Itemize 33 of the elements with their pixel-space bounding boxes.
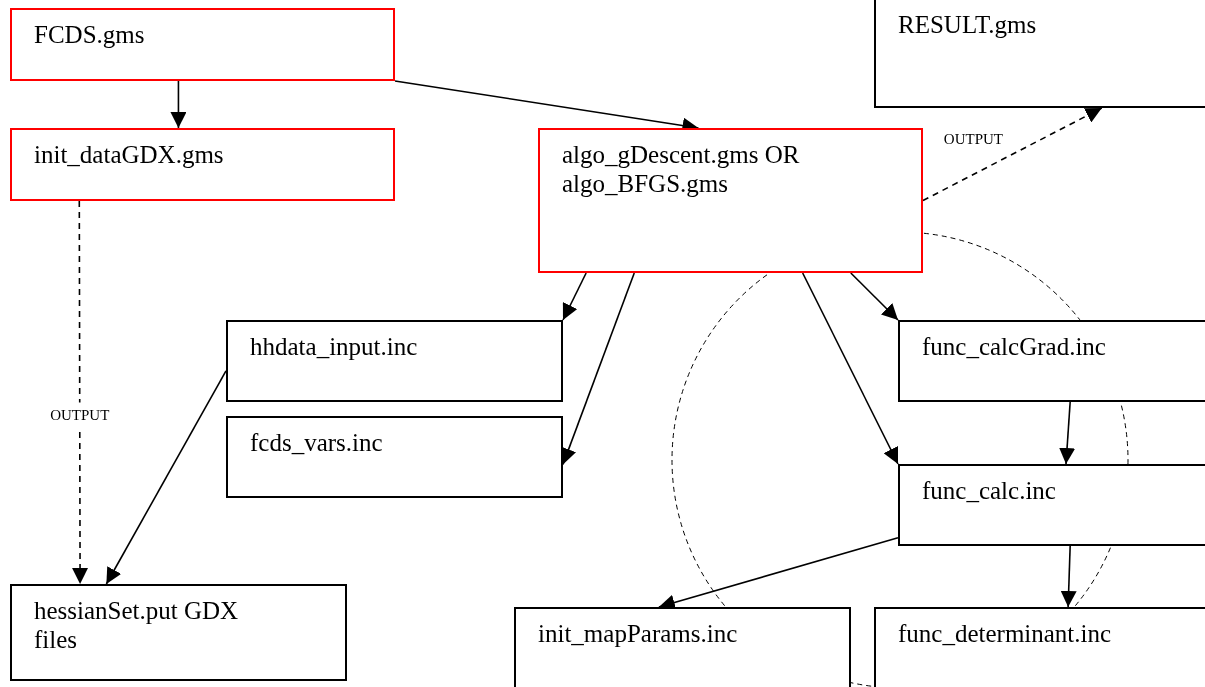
file-name: RESULT.gms — [898, 10, 1038, 39]
file-name: algo_gDescent.gms OR algo_BFGS.gms — [562, 140, 801, 198]
arrow — [1059, 401, 1076, 465]
file-box — [226, 416, 563, 498]
arrow — [105, 370, 227, 585]
file-box — [874, 607, 1205, 687]
file-name: fcds_vars.inc — [250, 428, 384, 457]
file-box — [10, 128, 395, 201]
file-box — [538, 128, 923, 273]
file-box — [514, 607, 851, 687]
file-box — [226, 320, 563, 402]
arrow — [1060, 545, 1077, 608]
file-name: func_calc.inc — [922, 476, 1057, 505]
arrow — [850, 272, 899, 321]
arrow — [922, 107, 1103, 202]
file-name: FCDS.gms — [34, 20, 146, 49]
file-box — [898, 464, 1205, 546]
file-name: hhdata_input.inc — [250, 332, 419, 361]
file-name: func_determinant.inc — [898, 619, 1113, 648]
file-box — [898, 320, 1205, 402]
arrow — [562, 272, 587, 321]
file-name: func_calcGrad.inc — [922, 332, 1107, 361]
file-box — [10, 584, 347, 681]
arrow — [72, 200, 89, 585]
arrow — [170, 80, 187, 129]
arrow — [801, 272, 899, 465]
file-name: hessianSet.put GDX files — [34, 596, 240, 654]
edge-label: OUTPUT — [942, 129, 1005, 149]
edge-label: OUTPUT — [48, 402, 112, 428]
file-name: init_mapParams.inc — [538, 619, 739, 648]
file-box — [10, 8, 395, 81]
file-box — [874, 0, 1205, 108]
file-name: init_dataGDX.gms — [34, 140, 225, 169]
